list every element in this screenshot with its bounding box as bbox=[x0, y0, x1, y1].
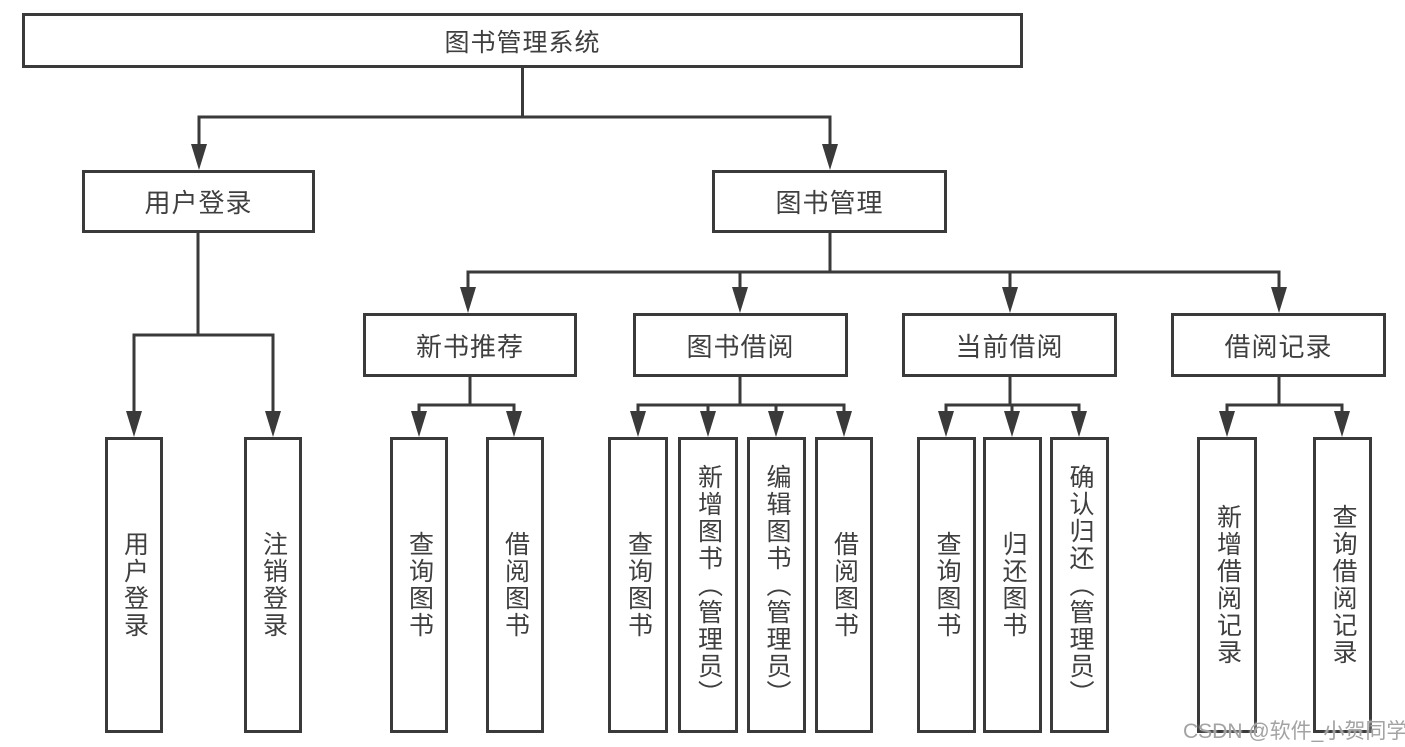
node-label: 用户登录 bbox=[120, 531, 149, 639]
node-label: 图书借阅 bbox=[686, 331, 795, 362]
node-label: 新增图书（管理员） bbox=[694, 463, 723, 707]
node-label: 用户登录 bbox=[144, 188, 253, 218]
leaf-query-borrow-record: 查询借阅记录 bbox=[1313, 437, 1372, 733]
node-label: 借阅图书 bbox=[501, 531, 530, 639]
node-label: 图书管理 bbox=[775, 188, 884, 218]
node-borrowing-records: 借阅记录 bbox=[1171, 313, 1386, 377]
leaf-user-login: 用户登录 bbox=[105, 437, 163, 733]
node-label: 借阅图书 bbox=[830, 531, 859, 639]
leaf-add-book-admin: 新增图书（管理员） bbox=[678, 437, 738, 733]
node-label: 新增借阅记录 bbox=[1213, 504, 1242, 666]
leaf-add-borrow-record: 新增借阅记录 bbox=[1197, 437, 1257, 733]
leaf-borrow-books: 借阅图书 bbox=[815, 437, 873, 733]
node-user-login-module: 用户登录 bbox=[82, 170, 315, 233]
leaf-query-books-recommend: 查询图书 bbox=[390, 437, 448, 733]
leaf-borrow-books-recommend: 借阅图书 bbox=[486, 437, 544, 733]
node-book-borrowing: 图书借阅 bbox=[633, 313, 848, 377]
node-label: 注销登录 bbox=[259, 531, 288, 639]
csdn-watermark: CSDN @软件_小贺同学 bbox=[1183, 720, 1405, 743]
node-label: 编辑图书（管理员） bbox=[763, 463, 791, 707]
node-label: 查询借阅记录 bbox=[1329, 504, 1357, 666]
leaf-return-book: 归还图书 bbox=[983, 437, 1042, 733]
node-label: 查询图书 bbox=[624, 531, 653, 639]
leaf-logout: 注销登录 bbox=[244, 437, 302, 733]
leaf-query-books-borrowing: 查询图书 bbox=[608, 437, 668, 733]
node-label: 当前借阅 bbox=[955, 331, 1064, 362]
leaf-query-books-current: 查询图书 bbox=[917, 437, 976, 733]
node-new-book-recommend: 新书推荐 bbox=[363, 313, 577, 377]
node-label: 借阅记录 bbox=[1224, 331, 1333, 362]
leaf-confirm-return-admin: 确认归还（管理员） bbox=[1050, 437, 1109, 733]
node-label: 查询图书 bbox=[405, 531, 434, 639]
node-label: 新书推荐 bbox=[415, 331, 524, 362]
node-label: 归还图书 bbox=[999, 531, 1027, 639]
node-book-management-module: 图书管理 bbox=[712, 170, 947, 233]
node-label: 查询图书 bbox=[933, 531, 961, 639]
node-current-borrowing: 当前借阅 bbox=[902, 313, 1117, 377]
node-label: 确认归还（管理员） bbox=[1066, 463, 1094, 707]
leaf-edit-book-admin: 编辑图书（管理员） bbox=[747, 437, 806, 733]
node-label: 图书管理系统 bbox=[444, 28, 601, 57]
node-system-root: 图书管理系统 bbox=[22, 13, 1023, 68]
